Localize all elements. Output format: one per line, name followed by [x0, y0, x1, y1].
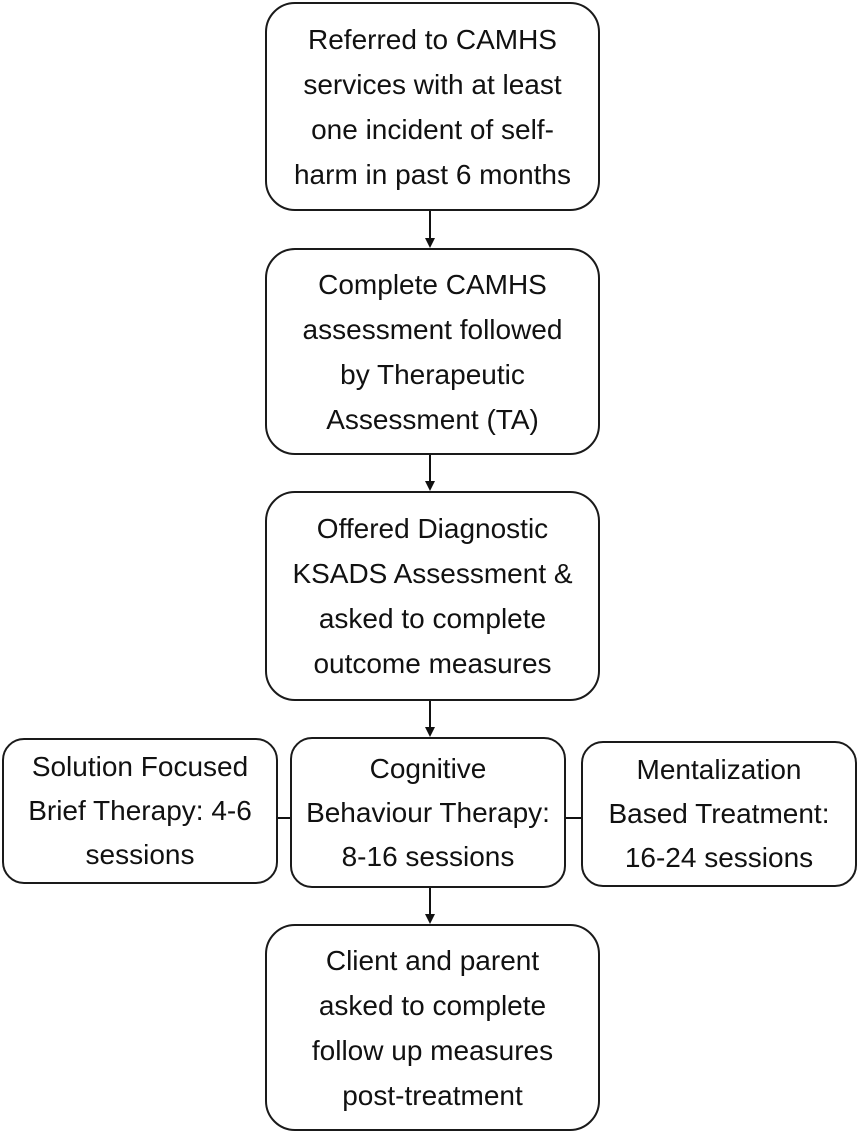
node-assessment: Complete CAMHS assessment followed by Th… [265, 248, 600, 455]
node-followup-text: Client and parent asked to complete foll… [311, 944, 554, 1111]
node-followup: Client and parent asked to complete foll… [265, 924, 600, 1131]
node-mbt: Mentalization Based Treatment: 16-24 ses… [581, 741, 857, 887]
node-ksads: Offered Diagnostic KSADS Assessment & as… [265, 491, 600, 701]
node-referred-text: Referred to CAMHS services with at least… [293, 23, 572, 190]
node-sfbt-text: Solution Focused Brief Therapy: 4-6 sess… [28, 751, 252, 870]
node-ksads-text: Offered Diagnostic KSADS Assessment & as… [292, 513, 573, 679]
node-cbt-text: Cognitive Behaviour Therapy: 8-16 sessio… [306, 752, 550, 872]
node-cbt: Cognitive Behaviour Therapy: 8-16 sessio… [290, 737, 566, 888]
node-assessment-text: Complete CAMHS assessment followed by Th… [302, 268, 563, 435]
node-referred: Referred to CAMHS services with at least… [265, 2, 600, 211]
node-sfbt: Solution Focused Brief Therapy: 4-6 sess… [2, 738, 278, 884]
node-mbt-text: Mentalization Based Treatment: 16-24 ses… [608, 754, 830, 873]
